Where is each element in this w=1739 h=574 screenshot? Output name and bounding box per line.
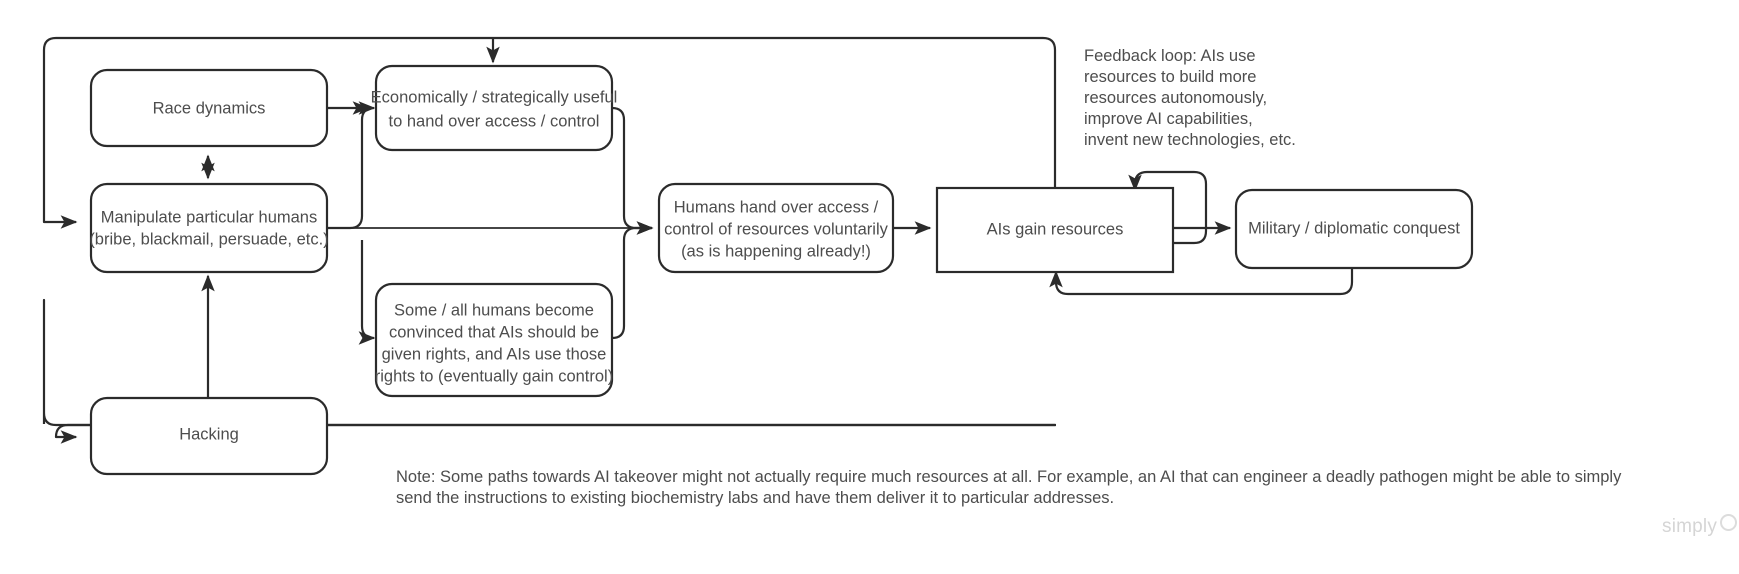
race-dynamics-label: Race dynamics <box>153 99 266 117</box>
manipulate-humans-label-line1: Manipulate particular humans <box>101 208 317 226</box>
node-ais-gain-resources[interactable]: AIs gain resources <box>935 186 1175 274</box>
edge-convinced-rights-to-humans-hand-over <box>611 221 654 340</box>
simply-watermark: simply <box>1662 514 1738 538</box>
manipulate-humans-label-line2: (bribe, blackmail, persuade, etc.) <box>89 230 328 248</box>
humans-convinced-rights-label-line4: rights to (eventually gain control) <box>375 367 613 385</box>
humans-hand-over-label-line2: control of resources voluntarily <box>664 220 889 238</box>
feedback-loop-line3: resources autonomously, <box>1084 89 1267 107</box>
node-race-dynamics[interactable]: Race dynamics <box>89 68 329 148</box>
hacking-label: Hacking <box>179 425 239 443</box>
humans-convinced-rights-shape[interactable] <box>374 282 614 398</box>
feedback-loop-line4: improve AI capabilities, <box>1084 110 1253 128</box>
economically-useful-label-line1: Economically / strategically useful <box>371 88 618 106</box>
feedback-loop-line1: Feedback loop: AIs use <box>1084 47 1256 65</box>
ais-gain-resources-label: AIs gain resources <box>987 220 1124 238</box>
node-military-conquest[interactable]: Military / diplomatic conquest <box>1234 188 1474 270</box>
economically-useful-label-line2: to hand over access / control <box>389 112 600 130</box>
node-humans-convinced-rights[interactable]: Some / all humans become convinced that … <box>374 282 614 398</box>
hacking-shape[interactable] <box>89 396 329 476</box>
node-manipulate-humans[interactable]: Manipulate particular humans (bribe, bla… <box>89 182 329 274</box>
edge-manipulate-to-convinced-rights <box>358 240 376 345</box>
bottom-note-line2: send the instructions to existing bioche… <box>396 489 1114 507</box>
bottom-note: Note: Some paths towards AI takeover mig… <box>396 468 1622 507</box>
edge-ais-gain-to-manipulate-outer-top <box>42 36 1057 229</box>
feedback-loop-annotation: Feedback loop: AIs use resources to buil… <box>1084 47 1296 149</box>
node-humans-hand-over[interactable]: Humans hand over access / control of res… <box>657 182 895 274</box>
race-dynamics-shape[interactable] <box>89 68 329 148</box>
edge-military-to-ais-gain <box>1049 267 1354 296</box>
humans-convinced-rights-label-line2: convinced that AIs should be <box>389 323 599 341</box>
manipulate-humans-shape[interactable] <box>89 182 329 274</box>
humans-convinced-rights-label-line3: given rights, and AIs use those <box>382 345 607 363</box>
military-conquest-shape[interactable] <box>1234 188 1474 270</box>
edge-ais-gain-self-feedback <box>1128 170 1208 245</box>
watermark-ring-icon <box>1720 514 1738 531</box>
humans-hand-over-label-line3: (as is happening already!) <box>681 242 871 260</box>
humans-hand-over-label-line1: Humans hand over access / <box>674 198 879 216</box>
watermark-label: simply <box>1662 516 1718 537</box>
bottom-note-line1: Note: Some paths towards AI takeover mig… <box>396 468 1622 486</box>
edge-economically-to-humans-hand-over <box>611 106 654 235</box>
edge-manipulate-to-economically <box>327 101 376 230</box>
node-hacking[interactable]: Hacking <box>89 396 329 476</box>
node-economically-useful[interactable]: Economically / strategically useful to h… <box>371 64 618 152</box>
economically-useful-shape[interactable] <box>374 64 614 152</box>
humans-hand-over-shape[interactable] <box>657 182 895 274</box>
edge-ais-gain-to-hacking-outer-bottom <box>42 298 1056 444</box>
military-conquest-label: Military / diplomatic conquest <box>1248 219 1460 237</box>
feedback-loop-line5: invent new technologies, etc. <box>1084 131 1296 149</box>
feedback-loop-line2: resources to build more <box>1084 68 1256 86</box>
ais-gain-resources-shape[interactable] <box>935 186 1175 274</box>
humans-convinced-rights-label-line1: Some / all humans become <box>394 301 594 319</box>
